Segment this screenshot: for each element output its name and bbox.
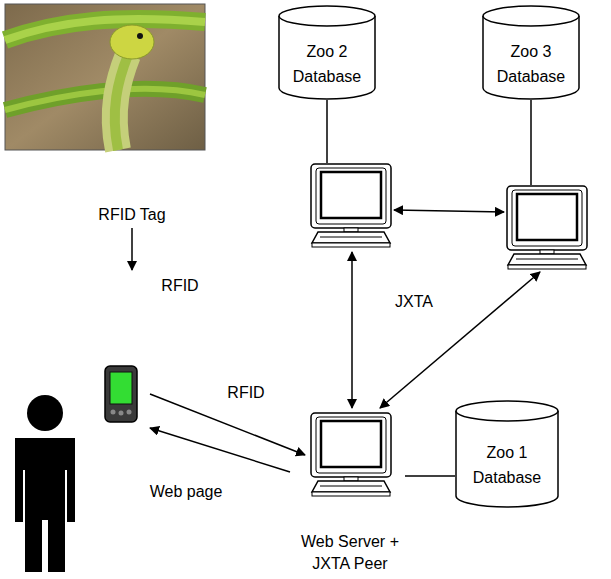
cylinder-body — [483, 16, 579, 99]
pda-device — [105, 366, 137, 422]
computer-icon — [507, 186, 587, 269]
person-silhouette — [15, 395, 75, 572]
database-cylinder: Zoo 2 Database — [278, 5, 376, 100]
annotation-label: JXTA — [393, 292, 435, 312]
computer-icon — [311, 164, 391, 247]
snake-photo — [5, 4, 205, 150]
jxta-arrow — [352, 210, 540, 408]
annotation-label: RFID — [159, 276, 200, 296]
database-label: Zoo 2 Database — [285, 39, 369, 89]
database-label: Zoo 3 Database — [489, 39, 573, 89]
annotation-label: Web page — [148, 482, 225, 502]
connector-line — [405, 475, 455, 477]
database-label: Zoo 1 Database — [465, 440, 549, 490]
cylinder-body — [279, 16, 375, 99]
annotation-label: RFID Tag — [96, 205, 167, 225]
web-page-arrow — [150, 428, 290, 472]
server-caption: Web Server + JXTA Peer — [295, 531, 405, 575]
annotation-label: RFID — [225, 383, 266, 403]
cylinder-top — [279, 6, 375, 26]
cylinder-top — [483, 6, 579, 26]
database-cylinder: Zoo 1 Database — [455, 400, 559, 508]
web-server-node: Web Server + JXTA Peer — [295, 408, 405, 575]
cylinder-top — [456, 401, 558, 421]
cylinder-body — [456, 411, 558, 507]
database-cylinder: Zoo 3 Database — [482, 5, 580, 100]
rfid-request-arrow — [150, 394, 305, 455]
rfid-arrow — [132, 228, 133, 270]
computer-icon — [311, 413, 391, 496]
